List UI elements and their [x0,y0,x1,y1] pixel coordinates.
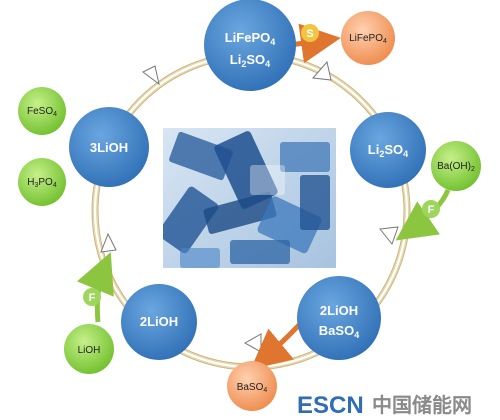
arrow-to-baso4-product [250,322,302,370]
svg-text:FeSO4: FeSO4 [27,106,57,118]
svg-text:LiFePO4: LiFePO4 [349,33,387,45]
watermark-chinese: 中国储能网 [372,393,472,417]
svg-text:2LiOH: 2LiOH [140,314,178,329]
svg-text:Li2SO4: Li2SO4 [368,142,408,159]
svg-text:2LiOH: 2LiOH [320,303,358,318]
node-2lioh: 2LiOH [121,284,197,360]
reagent-baoh2: Ba(OH)2 [431,141,481,191]
center-micrograph [163,128,336,268]
svg-text:F: F [89,292,96,304]
ring-arrow-right [379,226,399,246]
product-lifepo4: LiFePO4 [341,11,395,65]
svg-text:3LiOH: 3LiOH [90,140,128,155]
svg-text:BaSO4: BaSO4 [319,323,359,340]
product-baso4: BaSO4 [227,361,277,411]
ring-arrow-top-left [142,65,160,86]
reagent-h3po4: H3PO4 [18,158,66,206]
node-3lioh: 3LiOH [69,107,149,187]
badge-f-left: F [83,288,101,306]
node-2lioh-baso4: 2LiOH BaSO4 [297,276,381,360]
ring-arrow-top-right [311,60,332,81]
svg-text:LiOH: LiOH [78,345,101,356]
reagent-feso4: FeSO4 [18,87,66,135]
svg-text:S: S [306,28,313,40]
svg-text:Li2SO4: Li2SO4 [230,52,270,69]
badge-f-right: F [422,200,440,218]
arrow-to-lifepo4-product [289,23,341,64]
svg-text:F: F [428,204,435,216]
watermark: ESCN 中国储能网 [297,392,472,419]
svg-text:Ba(OH)2: Ba(OH)2 [437,161,475,173]
reagent-lioh: LiOH [64,324,114,374]
node-lifepo4-li2so4: LiFePO4 Li2SO4 [204,0,296,91]
badge-s-top: S [301,24,319,42]
ring-arrow-bottom [243,333,262,353]
ring-arrow-left [100,232,117,253]
node-li2so4: Li2SO4 [350,112,426,188]
watermark-latin: ESCN [297,392,364,419]
svg-text:BaSO4: BaSO4 [237,382,268,394]
svg-text:LiFePO4: LiFePO4 [225,30,276,47]
svg-text:H3PO4: H3PO4 [27,177,57,189]
